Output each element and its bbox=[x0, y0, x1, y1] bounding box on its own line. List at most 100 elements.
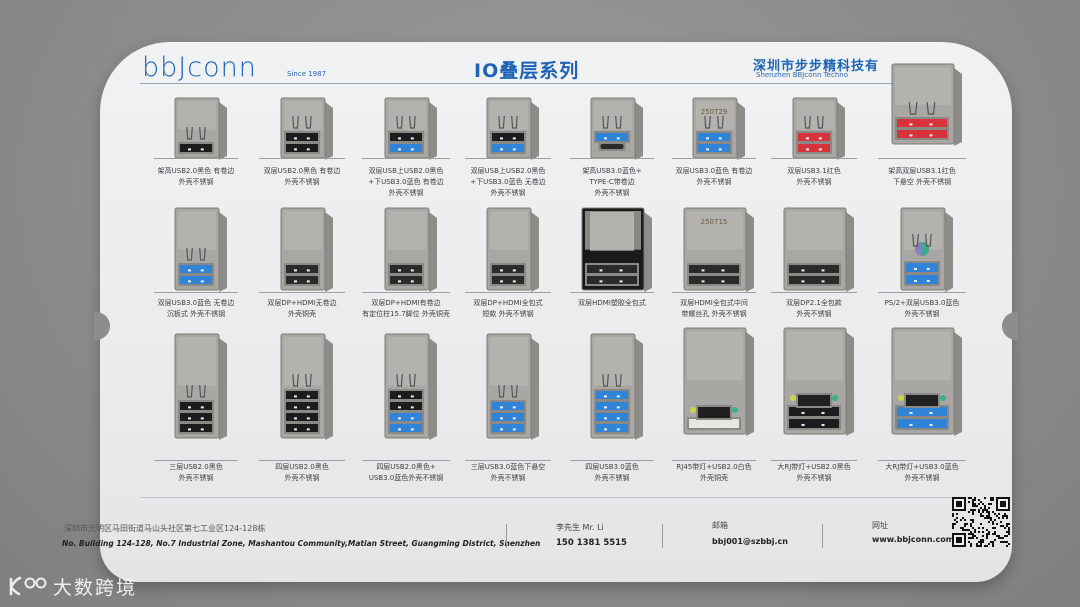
svg-text:250715: 250715 bbox=[701, 218, 728, 226]
product-divider bbox=[362, 158, 450, 159]
footer-separator bbox=[822, 524, 823, 548]
caption-line: 外壳不锈钢 bbox=[904, 310, 940, 318]
product-caption: 双层USB3.0蓝色 有卷边外壳不锈钢 bbox=[644, 166, 784, 188]
caption-line: 大RJ带灯+USB3.0蓝色 bbox=[885, 463, 959, 471]
product-caption: 架高双层USB3.1红色下悬空 外壳不锈钢 bbox=[852, 166, 992, 188]
connector-image bbox=[384, 97, 437, 160]
connector-image bbox=[683, 327, 754, 436]
caption-line: 大RJ带灯+USB2.0黑色 bbox=[777, 463, 851, 471]
product-caption: 大RJ带灯+USB3.0蓝色外壳不锈钢 bbox=[852, 462, 992, 484]
caption-line: 外壳不锈钢 bbox=[696, 178, 732, 186]
product-divider bbox=[771, 460, 857, 461]
footer-separator bbox=[662, 524, 663, 548]
contact-phone: 150 1381 5515 bbox=[556, 538, 627, 548]
brand-since: Since 1987 bbox=[287, 70, 327, 78]
caption-line: 双层DP2.1全包款 bbox=[786, 299, 842, 307]
caption-line: 外壳不锈钢 bbox=[178, 178, 214, 186]
product-caption: 双层DP2.1全包款外壳不锈钢 bbox=[744, 298, 884, 320]
caption-line: 外壳不锈钢 bbox=[594, 189, 630, 197]
connector-image bbox=[590, 333, 643, 440]
contact-name: 李先生 Mr. Li bbox=[556, 523, 604, 532]
caption-line: 外壳不锈钢 bbox=[284, 474, 320, 482]
caption-line: 外壳不锈钢 bbox=[796, 178, 832, 186]
brand-logo: bbJconn bbox=[142, 52, 257, 83]
product-caption: 架高USB2.0黑色 有卷边外壳不锈钢 bbox=[126, 166, 266, 188]
caption-line: USB3.0蓝色外壳不锈钢 bbox=[368, 474, 444, 482]
caption-line: 外壳不锈钢 bbox=[796, 474, 832, 482]
product-caption: 三层USB3.0蓝色下悬空外壳不锈钢 bbox=[438, 462, 578, 484]
product-caption: 双层USB上USB2.0黑色+下USB3.0蓝色 无卷边外壳不锈钢 bbox=[438, 166, 578, 199]
product-caption: 双层DP+HDMI无卷边外壳铜壳 bbox=[232, 298, 372, 320]
connector-image bbox=[280, 333, 333, 440]
caption-line: 双层USB3.1红色 bbox=[787, 167, 841, 175]
caption-line: 双层USB3.0蓝色 有卷边 bbox=[675, 167, 753, 175]
product-display-board: bbJconn Since 1987 IO叠层系列 深圳市步步精科技有 Shen… bbox=[62, 42, 1018, 582]
email-label: 邮箱 bbox=[712, 521, 728, 530]
product-divider bbox=[259, 158, 345, 159]
product-caption: 架高USB3.0蓝色+ TYPE-C带卷边外壳不锈钢 bbox=[542, 166, 682, 199]
product-caption: 四层USB2.0黑色+ USB3.0蓝色外壳不锈钢 bbox=[336, 462, 476, 484]
product-divider bbox=[154, 158, 238, 159]
product-divider bbox=[570, 460, 654, 461]
qr-code-icon bbox=[952, 497, 1010, 547]
website-label: 网址 bbox=[872, 521, 888, 530]
product-caption: 双层DP+HDMI有卷边有定位柱15.7脚位 外壳铜壳 bbox=[336, 298, 476, 320]
product-divider bbox=[878, 460, 966, 461]
address-en: No. Building 124-128, No.7 Industrial Zo… bbox=[62, 539, 541, 548]
product-divider bbox=[465, 460, 551, 461]
address-cn: 深圳市光明区马田街道马山头社区第七工业区124-128栋 bbox=[64, 524, 266, 533]
caption-line: 四层USB2.0黑色+ bbox=[376, 463, 436, 471]
product-divider bbox=[570, 158, 654, 159]
website-url: www.bbjconn.com bbox=[872, 535, 955, 544]
connector-image bbox=[486, 333, 539, 440]
connector-image bbox=[891, 63, 962, 146]
connector-image bbox=[590, 97, 643, 160]
product-divider bbox=[672, 158, 756, 159]
connector-image bbox=[384, 333, 437, 440]
product-divider bbox=[259, 292, 345, 293]
product-caption: PS/2+双层USB3.0蓝色外壳不锈钢 bbox=[852, 298, 992, 320]
product-caption: 双层USB2.0黑色 有卷边外壳不锈钢 bbox=[232, 166, 372, 188]
header-divider bbox=[140, 83, 952, 84]
connector-image bbox=[891, 327, 962, 436]
connector-image bbox=[783, 327, 854, 436]
product-divider bbox=[878, 292, 966, 293]
connector-image bbox=[280, 207, 333, 292]
connector-image bbox=[384, 207, 437, 292]
connector-image bbox=[900, 207, 953, 292]
connector-image: 250T29 bbox=[692, 97, 745, 160]
caption-line: 外壳不锈钢 bbox=[178, 474, 214, 482]
product-caption: 双层HDMI全包式中间带螺丝孔 外壳不锈钢 bbox=[644, 298, 784, 320]
product-divider bbox=[362, 460, 450, 461]
product-caption: 四层USB3.0蓝色外壳不锈钢 bbox=[542, 462, 682, 484]
caption-line: 双层DP+HDMI有卷边 bbox=[371, 299, 441, 307]
product-caption: 双层USB3.0蓝色 无卷边沉板式 外壳不锈钢 bbox=[126, 298, 266, 320]
caption-line: 双层USB2.0黑色 有卷边 bbox=[263, 167, 341, 175]
caption-line: TYPE-C带卷边 bbox=[589, 178, 635, 186]
caption-line: 外壳不锈钢 bbox=[594, 474, 630, 482]
product-divider bbox=[570, 292, 654, 293]
svg-text:250T29: 250T29 bbox=[701, 108, 728, 116]
caption-line: RJ45带灯+USB2.0白色 bbox=[676, 463, 752, 471]
company-name-cn: 深圳市步步精科技有 bbox=[753, 59, 880, 74]
caption-line: 三层USB3.0蓝色下悬空 bbox=[470, 463, 546, 471]
connector-image bbox=[174, 333, 227, 440]
product-divider bbox=[672, 460, 756, 461]
caption-line: 双层HDMI塑胶全包式 bbox=[578, 299, 646, 307]
caption-line: 四层USB3.0蓝色 bbox=[585, 463, 639, 471]
caption-line: 带螺丝孔 外壳不锈钢 bbox=[681, 310, 747, 318]
product-caption: 三层USB2.0黑色外壳不锈钢 bbox=[126, 462, 266, 484]
caption-line: 下悬空 外壳不锈钢 bbox=[892, 178, 952, 186]
caption-line: 外壳不锈钢 bbox=[490, 189, 526, 197]
caption-line: PS/2+双层USB3.0蓝色 bbox=[884, 299, 960, 307]
footer-separator bbox=[506, 524, 507, 548]
product-caption: 四层USB2.0黑色外壳不锈钢 bbox=[232, 462, 372, 484]
caption-line: 沉板式 外壳不锈钢 bbox=[166, 310, 226, 318]
caption-line: 架高双层USB3.1红色 bbox=[888, 167, 956, 175]
series-title: IO叠层系列 bbox=[474, 60, 580, 82]
caption-line: 双层DP+HDMI无卷边 bbox=[267, 299, 337, 307]
caption-line: 架高USB3.0蓝色+ bbox=[582, 167, 642, 175]
caption-line: +下USB3.0蓝色 有卷边 bbox=[368, 178, 444, 186]
product-caption: 双层DP+HDMI全包式短款 外壳不锈钢 bbox=[438, 298, 578, 320]
product-caption: 双层HDMI塑胶全包式 bbox=[542, 298, 682, 309]
